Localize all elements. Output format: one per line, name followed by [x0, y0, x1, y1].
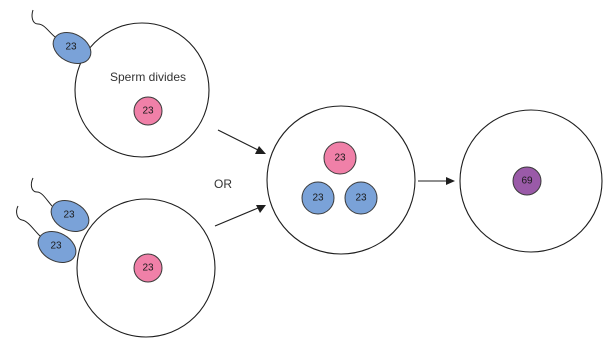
- arrow-middle-to-final-head: [446, 177, 455, 185]
- arrow-top-to-middle-line: [217, 129, 259, 151]
- egg-cell-top: [74, 22, 210, 158]
- zygote-nucleus-pink: [323, 141, 357, 175]
- egg-nucleus-bottom-number: 23: [142, 263, 154, 274]
- sperm-bottom-2-tail: [16, 205, 41, 237]
- triploid-nucleus: [512, 166, 542, 196]
- or-label: OR: [214, 177, 232, 191]
- arrow-bottom-to-middle-head: [256, 205, 266, 213]
- arrow-bottom-to-middle-line: [214, 207, 259, 227]
- egg-nucleus-top: [133, 96, 163, 126]
- sperm-bottom-1-head: [50, 199, 90, 233]
- egg-nucleus-bottom: [133, 253, 163, 283]
- sperm-bottom-2-head: [37, 230, 77, 264]
- sperm-top-head: [52, 31, 92, 65]
- zygote-nucleus-pink-number: 23: [334, 153, 346, 164]
- sperm-divides-label: Sperm divides: [110, 70, 186, 84]
- egg-nucleus-top-number: 23: [142, 106, 154, 117]
- zygote-nucleus-blue-right-number: 23: [355, 193, 367, 204]
- sperm-bottom-1-tail: [30, 177, 53, 207]
- sperm-bottom-2-number: 23: [50, 241, 62, 252]
- arrow-top-to-middle-head: [255, 146, 266, 154]
- triploid-nucleus-number: 69: [521, 176, 533, 187]
- sperm-bottom-1-number: 23: [63, 210, 75, 221]
- zygote-nucleus-blue-right: [344, 181, 378, 215]
- zygote-cell-middle: [266, 105, 416, 255]
- sperm-top-tail: [31, 9, 56, 38]
- zygote-nucleus-blue-left-number: 23: [312, 193, 324, 204]
- sperm-top-number: 23: [65, 42, 77, 53]
- zygote-nucleus-blue-left: [301, 181, 335, 215]
